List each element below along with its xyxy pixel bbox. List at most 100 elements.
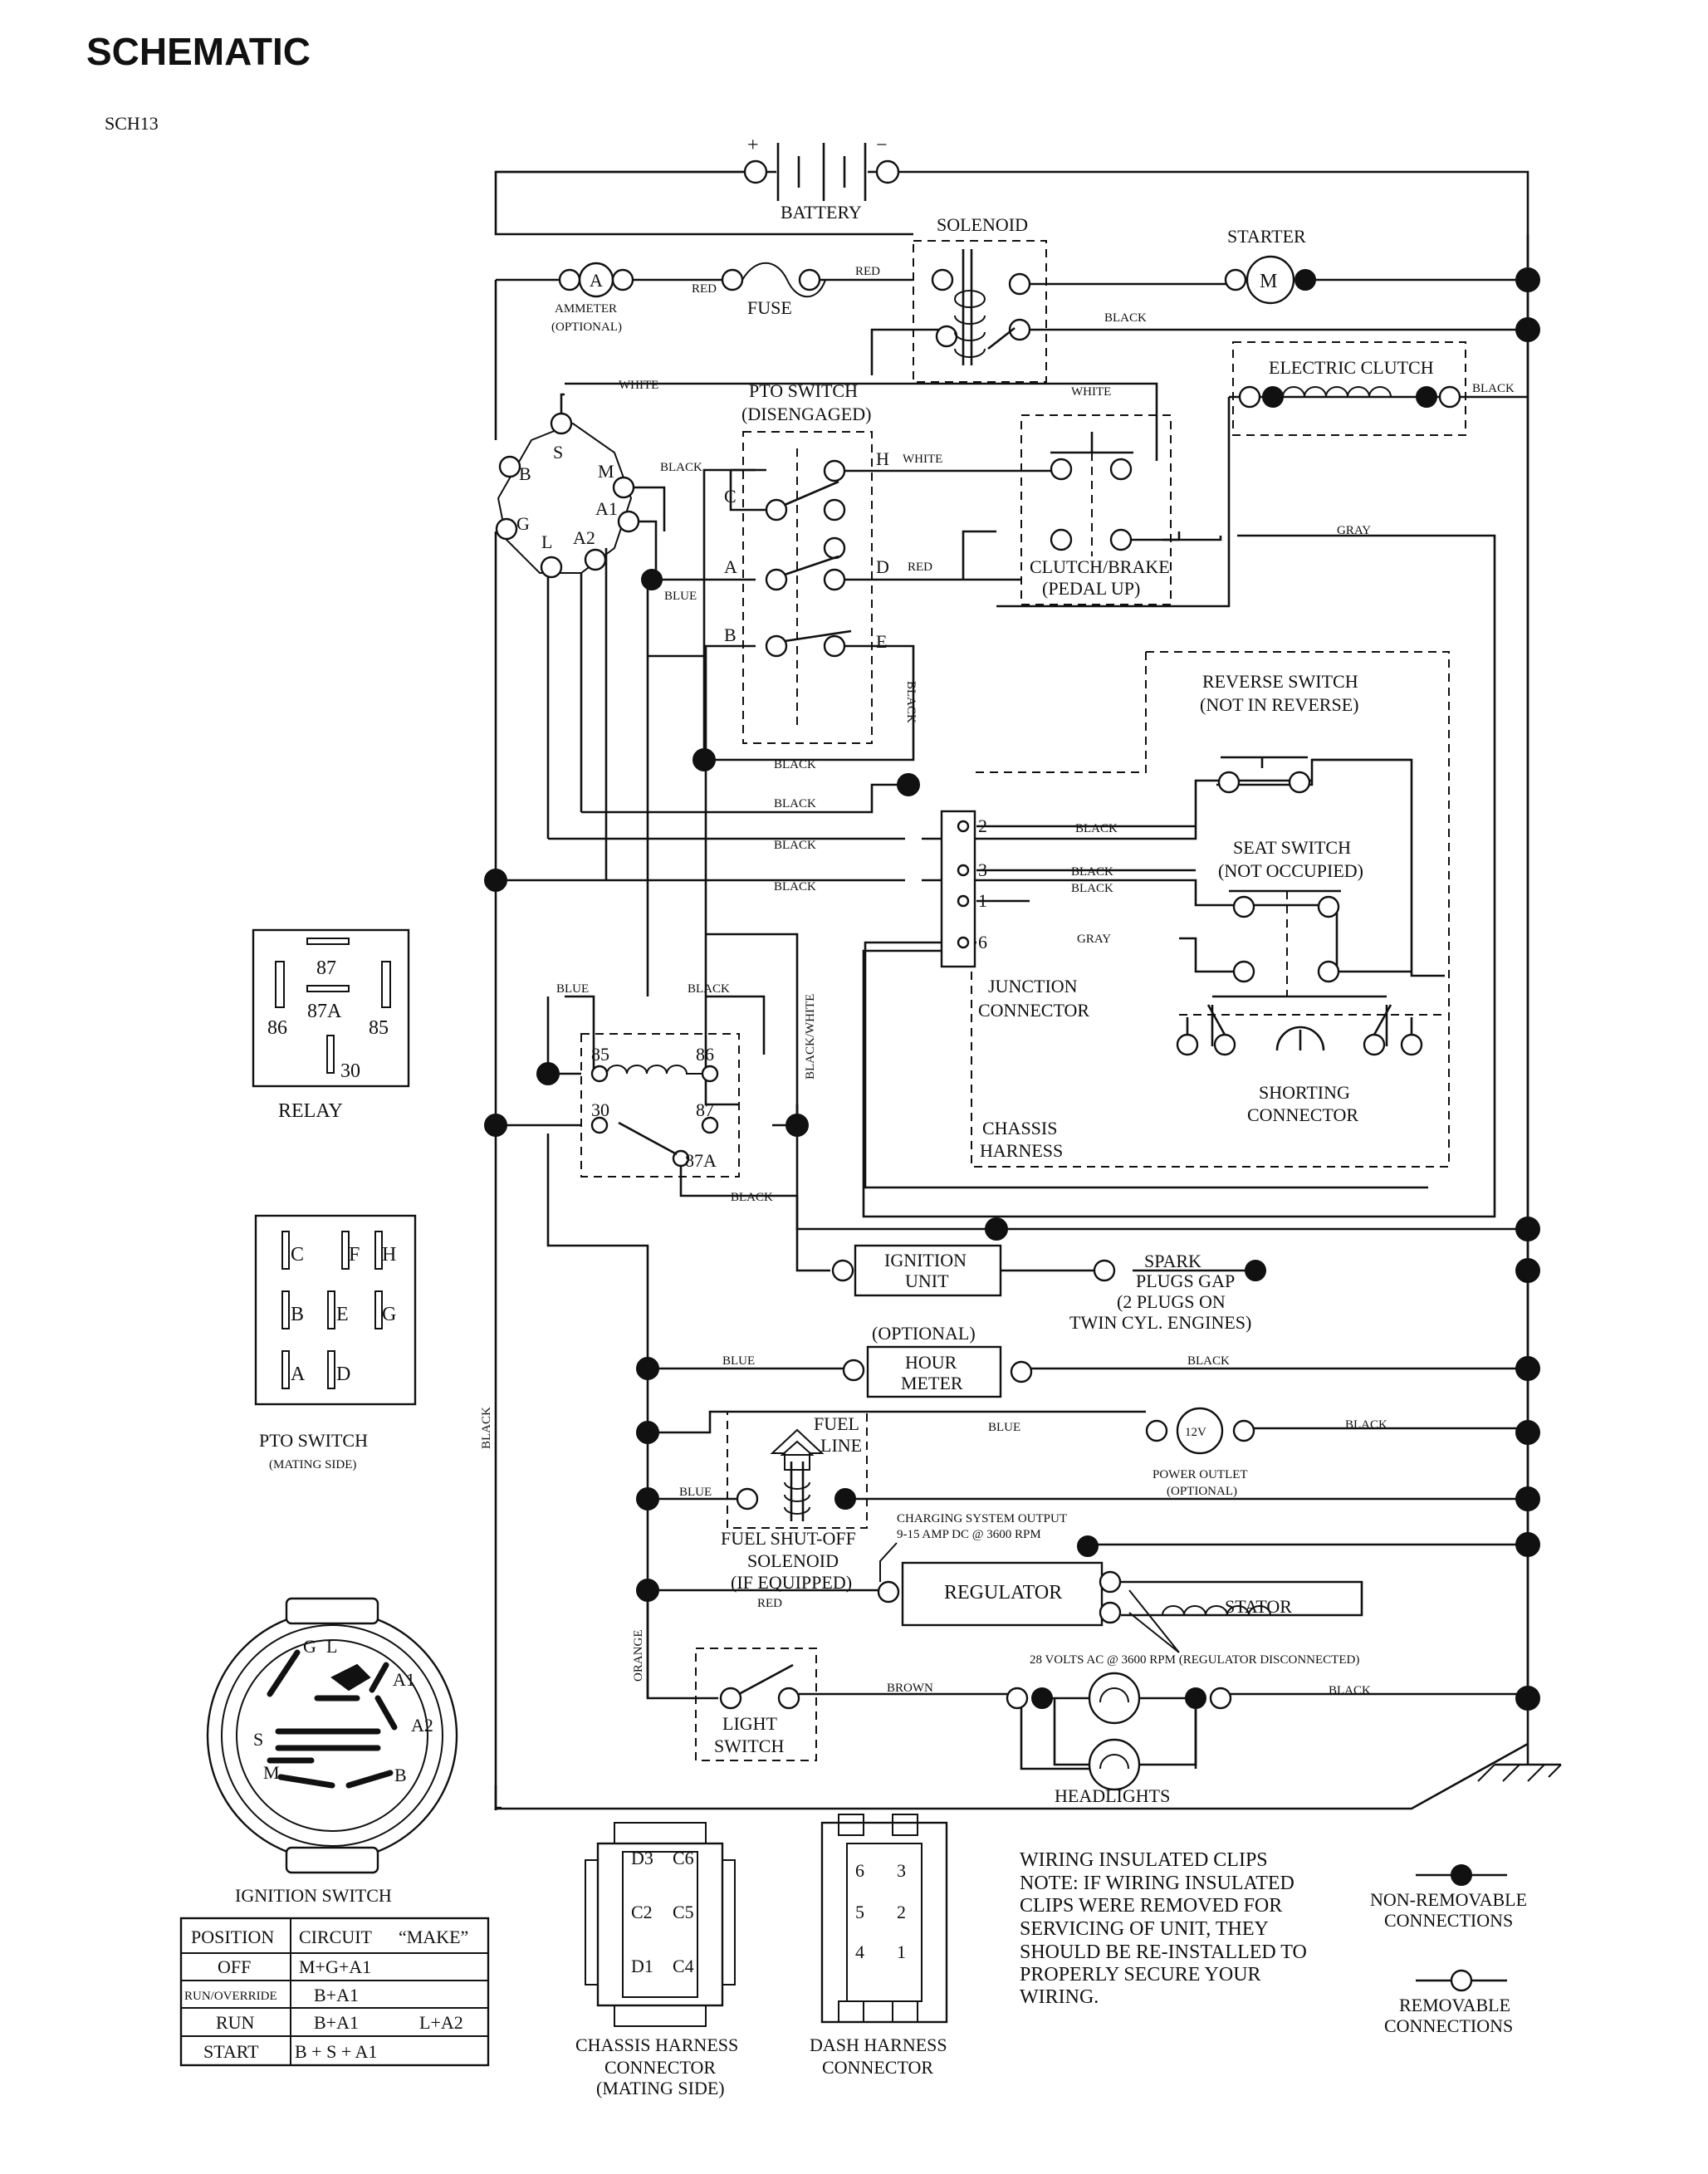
reverse-switch-state: (NOT IN REVERSE) — [1200, 694, 1358, 715]
table-row-circuit: B + S + A1 — [295, 2041, 377, 2062]
hour-meter-optional: (OPTIONAL) — [872, 1323, 976, 1344]
wire-label-gray-2: GRAY — [1077, 933, 1111, 946]
chassis-connector-label-2: CONNECTOR — [604, 2057, 716, 2078]
ign-term-l: L — [541, 531, 552, 552]
chassis-pin-c6: C6 — [673, 1848, 694, 1868]
wire-label-black-12: BLACK — [731, 1191, 773, 1204]
wire-label-black-15: BLACK — [1329, 1684, 1371, 1697]
dash-pin-6: 6 — [855, 1860, 864, 1881]
regulator-label: REGULATOR — [944, 1582, 1062, 1604]
power-outlet: 12V POWER OUTLET (OPTIONAL) — [1145, 1407, 1255, 1498]
chassis-pin-d1: D1 — [631, 1956, 653, 1976]
pto-pin-h: H — [382, 1244, 396, 1266]
table-row-circuit: B+A1 — [314, 2012, 359, 2033]
pto-switch-label: PTO SWITCH — [749, 380, 858, 401]
fuel-solenoid-label-2: SOLENOID — [747, 1550, 839, 1571]
fuse: FUSE — [721, 262, 826, 318]
relay-pin-87a: 87A — [307, 1001, 342, 1022]
schematic-code: SCH13 — [105, 113, 159, 134]
pto-term-d: D — [876, 556, 889, 577]
pto-pin-c: C — [291, 1244, 304, 1266]
ign-face-a1: A1 — [393, 1669, 415, 1690]
legend-removable-2: CONNECTIONS — [1384, 2015, 1513, 2036]
wire-label-black-left: BLACK — [480, 1407, 493, 1449]
clutch-brake-label: CLUTCH/BRAKE — [1030, 556, 1170, 577]
relay-term-86: 86 — [696, 1044, 714, 1065]
note-line-2: NOTE: IF WIRING INSULATED — [1020, 1873, 1294, 1894]
chassis-pin-c2: C2 — [631, 1902, 653, 1922]
legend-non-removable-2: CONNECTIONS — [1384, 1910, 1513, 1931]
relay-term-30: 30 — [591, 1099, 609, 1120]
wire-label-black-10: BLACK — [1071, 882, 1113, 895]
wire-label-blue-3: BLUE — [722, 1354, 755, 1368]
wire-label-brown: BROWN — [887, 1682, 933, 1695]
pto-legend-title: PTO SWITCH — [259, 1430, 368, 1451]
table-row-position: RUN — [216, 2012, 255, 2033]
pto-pin-f: F — [349, 1244, 360, 1266]
wire-label-black-14: BLACK — [1345, 1418, 1387, 1432]
wire-label-gray-1: GRAY — [1337, 524, 1371, 537]
table-header-position: POSITION — [191, 1927, 274, 1947]
chassis-harness-area: REVERSE SWITCH (NOT IN REVERSE) SEAT SWI… — [971, 651, 1450, 1168]
battery-terminal-positive — [743, 159, 768, 184]
ign-term-m: M — [598, 461, 614, 482]
wire-label-black-13: BLACK — [1187, 1354, 1230, 1368]
chassis-connector-label-3: (MATING SIDE) — [596, 2078, 725, 2098]
pto-term-a: A — [724, 556, 737, 577]
wire-label-black-white: BLACK/WHITE — [804, 994, 817, 1080]
ignition-unit-label-2: UNIT — [905, 1271, 949, 1291]
junction-pin-6: 6 — [978, 932, 987, 952]
solenoid: SOLENOID — [913, 214, 1047, 383]
removable-connection-symbol — [1450, 1969, 1473, 1992]
wire-label-red-1: RED — [692, 282, 717, 296]
wire-label-black-11: BLACK — [688, 982, 730, 996]
shorting-connector-label: SHORTING — [1259, 1082, 1350, 1103]
pto-pin-d: D — [336, 1364, 350, 1385]
junction-pin-1: 1 — [978, 890, 987, 911]
dash-pin-5: 5 — [855, 1902, 864, 1922]
pto-term-e: E — [876, 631, 887, 652]
wire-label-black-1: BLACK — [1104, 311, 1147, 325]
pto-switch-schematic: PTO SWITCH (DISENGAGED) C H A D B E — [724, 380, 889, 744]
ammeter-symbol: A — [590, 270, 603, 291]
ign-face-g: G — [303, 1636, 316, 1657]
battery-terminal-negative — [875, 159, 900, 184]
relay-schematic: 85 86 30 87 87A — [580, 1033, 740, 1178]
ign-term-a2: A2 — [573, 527, 595, 548]
ign-face-b: B — [394, 1765, 407, 1785]
legend-non-removable: NON-REMOVABLE — [1370, 1889, 1527, 1910]
ignition-switch-face: G L A1 S A2 M B IGNITION SWITCH — [206, 1597, 458, 1906]
table-row-position: RUN/OVERRIDE — [184, 1990, 277, 2003]
wire-label-red-4: RED — [757, 1597, 782, 1610]
ign-term-g: G — [516, 513, 530, 534]
relay-legend-title: RELAY — [278, 1100, 343, 1122]
page-title: SCHEMATIC — [86, 30, 311, 73]
wire-label-white-1: WHITE — [619, 379, 658, 392]
ammeter: A AMMETER (OPTIONAL) — [551, 262, 634, 334]
table-row-position: START — [203, 2041, 259, 2062]
headlights-label: HEADLIGHTS — [1055, 1785, 1170, 1806]
ignition-unit-label: IGNITION — [884, 1250, 967, 1271]
wire-label-white-3: WHITE — [903, 453, 942, 466]
reverse-switch-label: REVERSE SWITCH — [1202, 671, 1358, 692]
chassis-connector-label: CHASSIS HARNESS — [575, 2034, 738, 2055]
chassis-harness-connector: D3 C6 C2 C5 D1 C4 CHASSIS HARNESS CONNEC… — [575, 1822, 738, 2098]
solenoid-label: SOLENOID — [937, 214, 1028, 235]
light-switch-label-2: SWITCH — [714, 1736, 784, 1756]
wire-label-black-2: BLACK — [1472, 382, 1515, 395]
light-switch: LIGHT SWITCH — [695, 1648, 817, 1761]
pto-term-h: H — [876, 448, 889, 469]
relay-legend: 87 87A 86 85 30 RELAY — [252, 928, 410, 1122]
clutch-brake-state: (PEDAL UP) — [1042, 578, 1140, 599]
note-line-7: WIRING. — [1020, 1986, 1099, 2008]
wire-label-black-9: BLACK — [1071, 865, 1113, 879]
wire-label-blue-5: BLUE — [679, 1486, 712, 1499]
wire-label-black-4: BLACK — [774, 758, 816, 771]
hour-meter: (OPTIONAL) HOUR METER — [842, 1323, 1033, 1398]
hour-meter-label: HOUR — [905, 1352, 957, 1373]
ignition-switch-title: IGNITION SWITCH — [235, 1885, 392, 1906]
headlights: HEADLIGHTS — [1006, 1672, 1232, 1806]
wire-label-blue-1: BLUE — [664, 590, 697, 603]
power-outlet-label: POWER OUTLET — [1153, 1468, 1248, 1481]
chassis-harness-label-2: HARNESS — [980, 1140, 1063, 1161]
